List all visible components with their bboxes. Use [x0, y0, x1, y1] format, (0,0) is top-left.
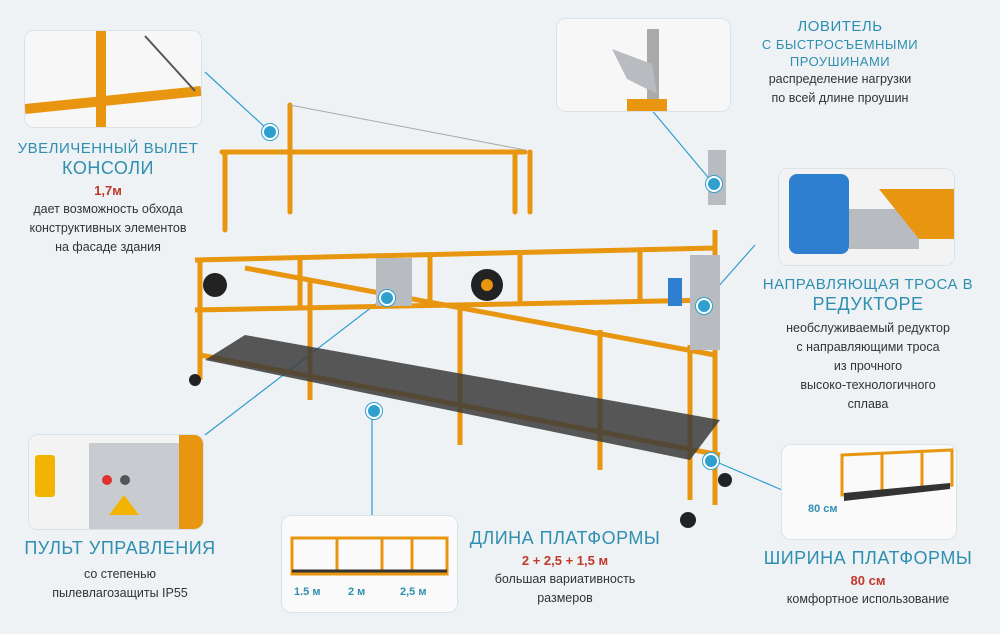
catcher-detail-card: [556, 18, 731, 112]
guide-desc-4: высоко-технологичного: [800, 378, 936, 392]
console-desc-3: на фасаде здания: [55, 240, 161, 254]
width-detail-card: 80 см: [781, 444, 957, 540]
width-card-label: 80 см: [808, 503, 838, 515]
console-detail-card: [24, 30, 202, 128]
control-title: Пульт управления: [24, 538, 216, 558]
guide-detail-image: [779, 169, 954, 265]
width-title: Ширина платформы: [763, 548, 973, 568]
console-title-1: Увеличенный вылет: [17, 140, 199, 157]
length-seg-label-3: 2,5 м: [400, 586, 427, 598]
marker-dot[interactable]: [703, 453, 719, 469]
guide-text-block: Направляющая троса в редукторе необслужи…: [740, 276, 996, 414]
guide-desc-5: сплава: [847, 397, 889, 411]
console-text-block: Увеличенный вылет консоли 1,7м дает возм…: [8, 140, 208, 257]
marker-dot[interactable]: [696, 298, 712, 314]
guide-desc-1: необслуживаемый редуктор: [786, 321, 950, 335]
catcher-desc-1: распределение нагрузки: [768, 72, 912, 86]
guide-desc-2: с направляющими троса: [796, 340, 940, 354]
length-seg-label-1: 1.5 м: [294, 586, 321, 598]
catcher-title-1: Ловитель: [797, 18, 883, 35]
console-detail-image: [25, 31, 201, 127]
catcher-detail-image: [557, 19, 730, 111]
control-detail-image: [29, 435, 203, 529]
catcher-title-2: с быстросъемными: [761, 37, 919, 52]
length-detail-image: [282, 516, 457, 612]
length-desc-2: размеров: [537, 591, 593, 605]
length-value: 2 + 2,5 + 1,5 м: [521, 553, 609, 568]
catcher-text-block: Ловитель с быстросъемными проушинами рас…: [740, 18, 940, 108]
console-desc-2: конструктивных элементов: [29, 221, 187, 235]
console-title-2: консоли: [62, 158, 154, 178]
control-desc-2: пылевлагозащиты IP55: [52, 586, 188, 600]
length-text-block: Длина платформы 2 + 2,5 + 1,5 м большая …: [455, 528, 675, 608]
guide-desc-3: из прочного: [833, 359, 903, 373]
guide-detail-card: [778, 168, 955, 266]
marker-dot[interactable]: [706, 176, 722, 192]
control-desc-1: со степенью: [83, 567, 157, 581]
length-seg-label-2: 2 м: [348, 586, 366, 598]
length-desc-1: большая вариативность: [494, 572, 636, 586]
marker-dot[interactable]: [262, 124, 278, 140]
marker-dot[interactable]: [379, 290, 395, 306]
length-detail-card: 1.5 м 2 м 2,5 м: [281, 515, 458, 613]
guide-title-1: Направляющая троса в: [762, 276, 974, 293]
length-title: Длина платформы: [469, 528, 661, 548]
guide-title-2: редукторе: [812, 294, 924, 314]
console-desc-1: дает возможность обхода: [33, 202, 183, 216]
catcher-title-3: проушинами: [789, 54, 891, 69]
control-text-block: Пульт управления со степенью пылевлагоза…: [10, 538, 230, 603]
width-text-block: Ширина платформы 80 см комфортное исполь…: [750, 548, 986, 609]
width-value: 80 см: [850, 573, 886, 588]
catcher-desc-2: по всей длине проушин: [771, 91, 909, 105]
console-value: 1,7м: [94, 183, 122, 198]
width-desc-1: комфортное использование: [786, 592, 950, 606]
width-detail-image: [782, 445, 956, 539]
control-detail-card: [28, 434, 204, 530]
marker-dot[interactable]: [366, 403, 382, 419]
